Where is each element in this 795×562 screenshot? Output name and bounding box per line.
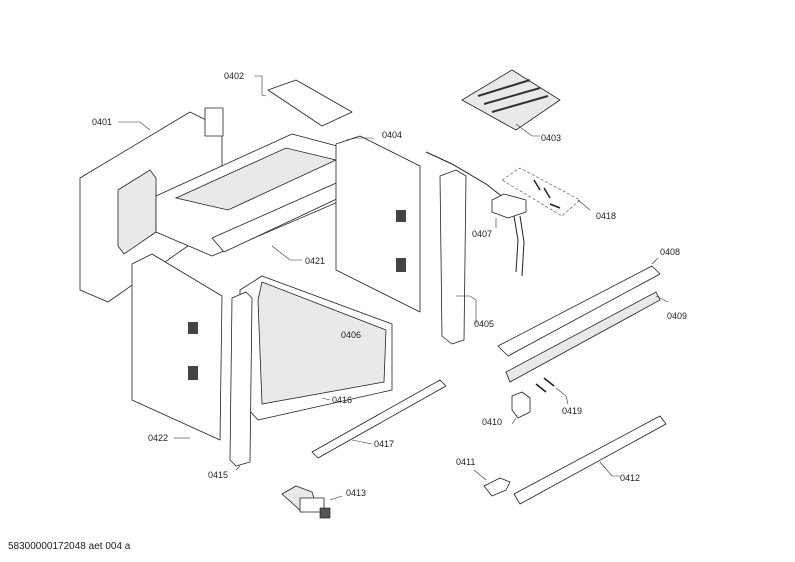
part-0415-front-frame <box>229 291 253 471</box>
label-0419: 0419 <box>562 406 582 416</box>
label-0403: 0403 <box>541 133 561 143</box>
part-0418-screw-set <box>501 167 591 217</box>
part-0419-screws <box>535 377 569 405</box>
label-0412: 0412 <box>620 473 640 483</box>
label-0402: 0402 <box>224 71 244 81</box>
label-0421: 0421 <box>305 256 325 266</box>
label-0418: 0418 <box>596 211 616 221</box>
part-0401-back-panel <box>79 107 224 303</box>
part-0421-top-shell <box>155 133 361 261</box>
part-0403-hardware-bag <box>461 69 561 137</box>
label-0410: 0410 <box>482 417 502 427</box>
drawing-reference-number: 58300000172048 aet 004 a <box>8 541 131 552</box>
label-0407: 0407 <box>472 229 492 239</box>
part-0412-bottom-rail <box>513 415 667 505</box>
part-0417-bottom-strip <box>311 379 447 459</box>
part-0409-seal-strip <box>505 291 669 383</box>
part-0407-door-lock <box>425 151 527 277</box>
label-0408: 0408 <box>660 247 680 257</box>
part-0413-fan-motor <box>281 485 343 519</box>
label-0415: 0415 <box>208 470 228 480</box>
label-0413: 0413 <box>346 488 366 498</box>
label-0401: 0401 <box>92 117 112 127</box>
label-0411: 0411 <box>456 457 475 467</box>
label-0409: 0409 <box>667 311 687 321</box>
part-0408-trim-bar <box>497 257 661 357</box>
part-0410-hinge-bracket <box>511 391 531 425</box>
label-0416: 0416 <box>332 395 352 405</box>
label-0417: 0417 <box>374 439 394 449</box>
label-0422: 0422 <box>148 433 168 443</box>
label-0406: 0406 <box>341 330 361 340</box>
part-0411-clip <box>473 469 511 497</box>
label-0405: 0405 <box>474 319 494 329</box>
part-0404-side-panel <box>335 135 421 313</box>
part-0405-vertical-rail <box>439 169 477 345</box>
label-0404: 0404 <box>382 130 402 140</box>
part-0402-top-plate <box>254 75 353 127</box>
part-0416-oven-cavity <box>239 275 393 421</box>
part-0422-left-side-panel <box>131 253 223 441</box>
